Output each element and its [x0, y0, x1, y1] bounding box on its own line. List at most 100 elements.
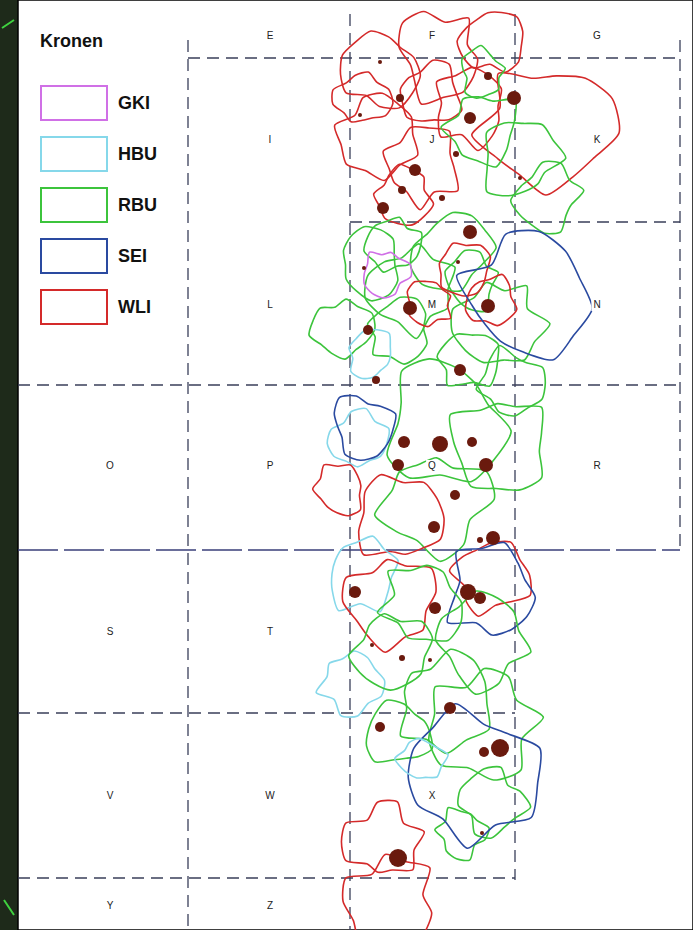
- grid-cell-label: I: [267, 134, 274, 146]
- stem-dot: [474, 592, 486, 604]
- stem-dot: [479, 458, 493, 472]
- crown-outline: [349, 330, 391, 379]
- plot-grid-line: [18, 549, 680, 550]
- stem-dot: [477, 537, 483, 543]
- legend-label: GKI: [118, 93, 150, 114]
- grid-cell-label: O: [104, 460, 116, 472]
- legend-swatch: [40, 187, 108, 223]
- legend-entry: RBU: [40, 187, 157, 223]
- stem-dot: [409, 164, 421, 176]
- stem-dot: [518, 176, 522, 180]
- stem-dot: [349, 586, 361, 598]
- stem-dot: [507, 91, 521, 105]
- crown-outline: [343, 854, 432, 930]
- grid-cell-label: J: [428, 134, 437, 146]
- crown-outlines: [309, 12, 620, 930]
- crown-outline: [408, 704, 541, 849]
- crown-outline: [364, 252, 412, 298]
- crown-outline: [436, 67, 501, 150]
- plot-grid: [18, 14, 680, 930]
- stem-dot: [491, 739, 509, 757]
- legend-swatch: [40, 289, 108, 325]
- stem-dot: [486, 531, 500, 545]
- stem-dot: [396, 94, 404, 102]
- grid-cell-label: N: [591, 299, 602, 311]
- crown-outline: [341, 800, 424, 872]
- crown-outline: [449, 404, 543, 491]
- crown-outline: [340, 31, 420, 109]
- crown-outline: [439, 243, 490, 296]
- crown-outline: [342, 560, 436, 653]
- stem-dot: [444, 702, 456, 714]
- crown-outline: [447, 542, 535, 635]
- map-panel: [18, 0, 693, 930]
- crown-outline: [327, 408, 389, 467]
- crown-outline: [375, 458, 495, 562]
- crown-outline: [332, 72, 393, 122]
- stem-dot: [480, 831, 484, 835]
- grid-cell-label: F: [427, 30, 437, 42]
- crown-outline: [410, 212, 496, 291]
- grid-cell-label: W: [263, 790, 276, 802]
- crown-outline: [334, 93, 418, 180]
- legend-label: HBU: [118, 144, 157, 165]
- grid-cell-label: S: [105, 626, 116, 638]
- legend-entry: HBU: [40, 136, 157, 172]
- stem-dot: [479, 747, 489, 757]
- crown-outline: [349, 614, 433, 690]
- crown-outline: [457, 12, 523, 72]
- crown-outline: [343, 227, 397, 301]
- stem-dot: [370, 643, 374, 647]
- grid-cell-label: K: [592, 134, 603, 146]
- crown-outline: [462, 45, 506, 98]
- crown-outline: [309, 299, 375, 359]
- stem-dot: [358, 113, 362, 117]
- stem-dot: [362, 266, 366, 270]
- crown-outline: [429, 668, 544, 780]
- legend-title: Kronen: [40, 32, 103, 50]
- legend-swatch: [40, 85, 108, 121]
- stem-dot: [456, 260, 460, 264]
- stem-dot: [389, 849, 407, 867]
- legend-entry: SEI: [40, 238, 147, 274]
- crown-outline: [437, 334, 499, 386]
- stem-dot: [467, 437, 477, 447]
- grid-cell-label: L: [265, 299, 275, 311]
- crown-outline: [359, 475, 444, 556]
- grid-cell-label: M: [426, 299, 438, 311]
- grid-cell-label: Q: [426, 460, 438, 472]
- crown-outline: [368, 297, 428, 364]
- grid-cell-label: T: [265, 626, 275, 638]
- crown-outline: [441, 97, 516, 167]
- crown-outline: [313, 464, 361, 515]
- crown-outline: [458, 767, 531, 839]
- legend-label: RBU: [118, 195, 157, 216]
- crown-outline: [486, 123, 566, 196]
- legend-swatch: [40, 238, 108, 274]
- crown-outline: [364, 217, 422, 272]
- crown-outline: [465, 274, 516, 325]
- crown-outline: [435, 808, 489, 861]
- stem-dot: [439, 195, 445, 201]
- crown-outline: [476, 345, 545, 416]
- grid-cell-label: P: [265, 460, 276, 472]
- crown-outline: [400, 649, 490, 753]
- stem-dots: [349, 60, 522, 867]
- legend-label: SEI: [118, 246, 147, 267]
- stem-dot: [403, 301, 417, 315]
- stem-dot: [429, 602, 441, 614]
- photo-edge: [2, 20, 14, 915]
- stem-dot: [372, 376, 380, 384]
- stem-dot: [392, 459, 404, 471]
- legend-entry: GKI: [40, 85, 150, 121]
- stem-dot: [363, 325, 373, 335]
- stem-dot: [428, 521, 440, 533]
- grid-cell-label: E: [265, 30, 276, 42]
- stem-dot: [377, 202, 389, 214]
- legend-entry: WLI: [40, 289, 151, 325]
- crown-outline: [457, 230, 593, 360]
- stem-dot: [450, 490, 460, 500]
- crown-outline: [334, 396, 396, 461]
- stem-dot: [454, 364, 466, 376]
